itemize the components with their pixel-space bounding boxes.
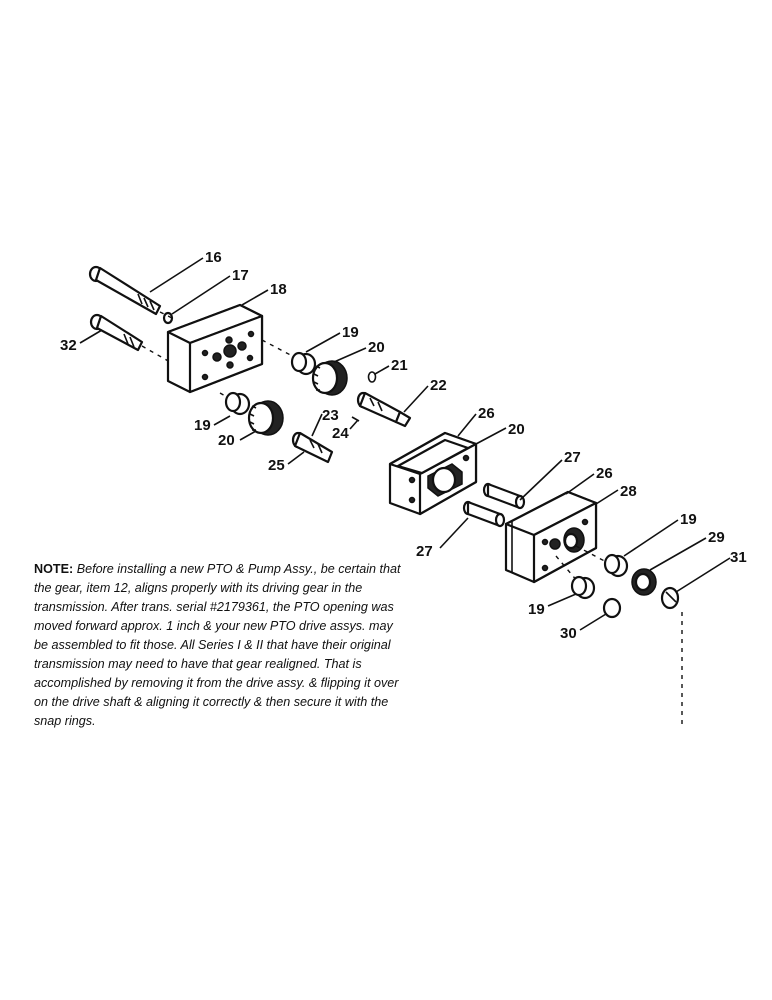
callout-24: 24 (332, 425, 349, 442)
pin-27b (462, 500, 506, 528)
bushing-19a (290, 351, 317, 376)
shaft-25 (291, 431, 334, 464)
callout-20c: 20 (508, 421, 525, 438)
callout-26a: 26 (478, 405, 495, 422)
callout-20b: 20 (218, 432, 235, 449)
callout-30: 30 (560, 625, 577, 642)
gear-20b (247, 400, 284, 436)
callout-22: 22 (430, 377, 447, 394)
washer-17 (162, 311, 174, 325)
callout-18: 18 (270, 281, 287, 298)
callout-25: 25 (268, 457, 285, 474)
bushing-19d (570, 575, 596, 600)
gear-20a (311, 360, 348, 396)
callout-20a: 20 (368, 339, 385, 356)
callout-23: 23 (322, 407, 339, 424)
callout-28: 28 (620, 483, 637, 500)
pin-27a (482, 482, 526, 510)
bolt-32 (89, 313, 144, 352)
cover-plate-28 (504, 490, 598, 584)
shaft-22 (356, 391, 412, 428)
pump-housing-18 (166, 303, 264, 394)
callout-19b: 19 (194, 417, 211, 434)
note-text: Before installing a new PTO & Pump Assy.… (34, 562, 401, 728)
callout-17: 17 (232, 267, 249, 284)
callout-16: 16 (205, 249, 222, 266)
callout-29: 29 (708, 529, 725, 546)
callout-labels: 16 17 18 32 19 20 21 22 19 20 23 24 25 2… (60, 249, 747, 642)
callout-27a: 27 (564, 449, 581, 466)
bolt-16 (88, 265, 162, 316)
installation-note: NOTE: Before installing a new PTO & Pump… (34, 560, 404, 731)
bushing-19b (224, 391, 251, 416)
callout-21: 21 (391, 357, 408, 374)
callout-26b: 26 (596, 465, 613, 482)
fitting-31 (660, 586, 680, 610)
seal-29 (631, 568, 657, 596)
note-label: NOTE: (34, 562, 74, 576)
bushing-19c (603, 553, 629, 578)
adapter-plate-26a (388, 431, 478, 516)
snap-ring-21 (367, 371, 377, 383)
callout-19d: 19 (528, 601, 545, 618)
callout-31: 31 (730, 549, 747, 566)
callout-19c: 19 (680, 511, 697, 528)
callout-19a: 19 (342, 324, 359, 341)
plug-30 (602, 597, 622, 619)
callout-32: 32 (60, 337, 77, 354)
callout-27b: 27 (416, 543, 433, 560)
leader-lines (79, 257, 731, 631)
